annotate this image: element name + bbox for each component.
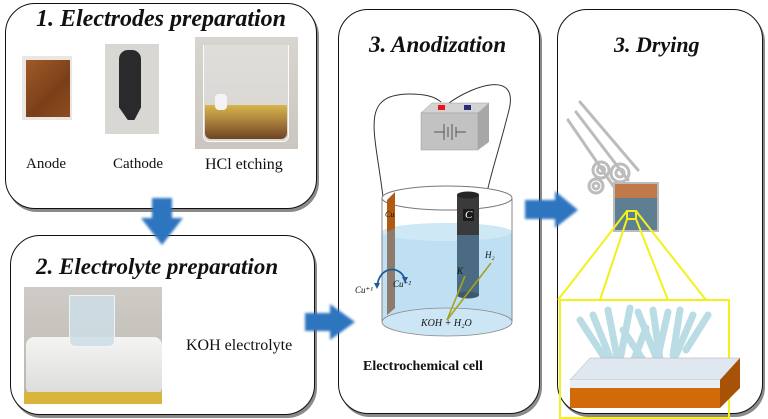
panel-drying: 3. Drying — [557, 9, 763, 419]
c-label: C — [463, 209, 475, 221]
k-label: K — [457, 266, 464, 276]
beaker-water — [69, 295, 115, 347]
anode-label: Anode — [26, 156, 66, 172]
battery-icon — [420, 102, 490, 151]
negative-terminal — [464, 105, 471, 110]
koh-h2o-label: KOH + H₂O — [421, 318, 472, 329]
cathode-wire — [448, 84, 511, 194]
panel-electrolyte-preparation: 2. Electrolyte preparation KOH electroly… — [10, 235, 315, 415]
cu2-label: Cu⁺² — [393, 279, 411, 289]
panel-anodization: 3. Anodization — [338, 9, 540, 414]
copper-plate-photo — [22, 56, 72, 120]
electrochemical-cell-caption: Electrochemical cell — [363, 359, 483, 374]
anodized-sample — [613, 182, 659, 232]
step2-title: 2. Electrolyte preparation — [36, 254, 279, 279]
koh-electrolyte-label: KOH electrolyte — [186, 337, 293, 354]
step4-title: 3. Drying — [614, 32, 700, 57]
ion-exchange-arrow — [376, 268, 406, 288]
copper-plate — [26, 60, 70, 117]
step1-title: 1. Electrodes preparation — [36, 6, 286, 32]
beaker-etching-photo — [195, 37, 298, 149]
beaker-on-stirrer-photo — [24, 287, 162, 404]
nanostructure-array — [576, 304, 712, 369]
cu1-label: Cu⁺¹ — [355, 285, 373, 295]
positive-terminal — [438, 105, 445, 110]
cu-label: Cu — [385, 210, 395, 219]
hcl-etching-label: HCl etching — [205, 156, 283, 173]
anode-wire — [373, 93, 442, 198]
carbon-rod-photo — [105, 44, 159, 134]
etching-solution — [205, 105, 287, 139]
tweezers-icon — [566, 100, 640, 195]
paper-label — [215, 94, 227, 110]
carbon-rod — [119, 50, 141, 120]
drying-diagram — [557, 100, 741, 419]
copper-substrate — [569, 357, 741, 408]
panel-electrodes-preparation: 1. Electrodes preparation Anode Cathode … — [5, 3, 317, 209]
hydrogen-arrow — [446, 262, 492, 321]
beaker — [381, 185, 513, 337]
electrochemical-cell-diagram — [373, 84, 513, 337]
step3-title: 3. Anodization — [369, 32, 507, 57]
stirrer-base — [24, 392, 162, 404]
potassium-arrow — [446, 275, 466, 321]
h2-label: H₂ — [485, 250, 495, 260]
battery-symbol — [434, 124, 466, 140]
cathode-label: Cathode — [113, 156, 163, 172]
